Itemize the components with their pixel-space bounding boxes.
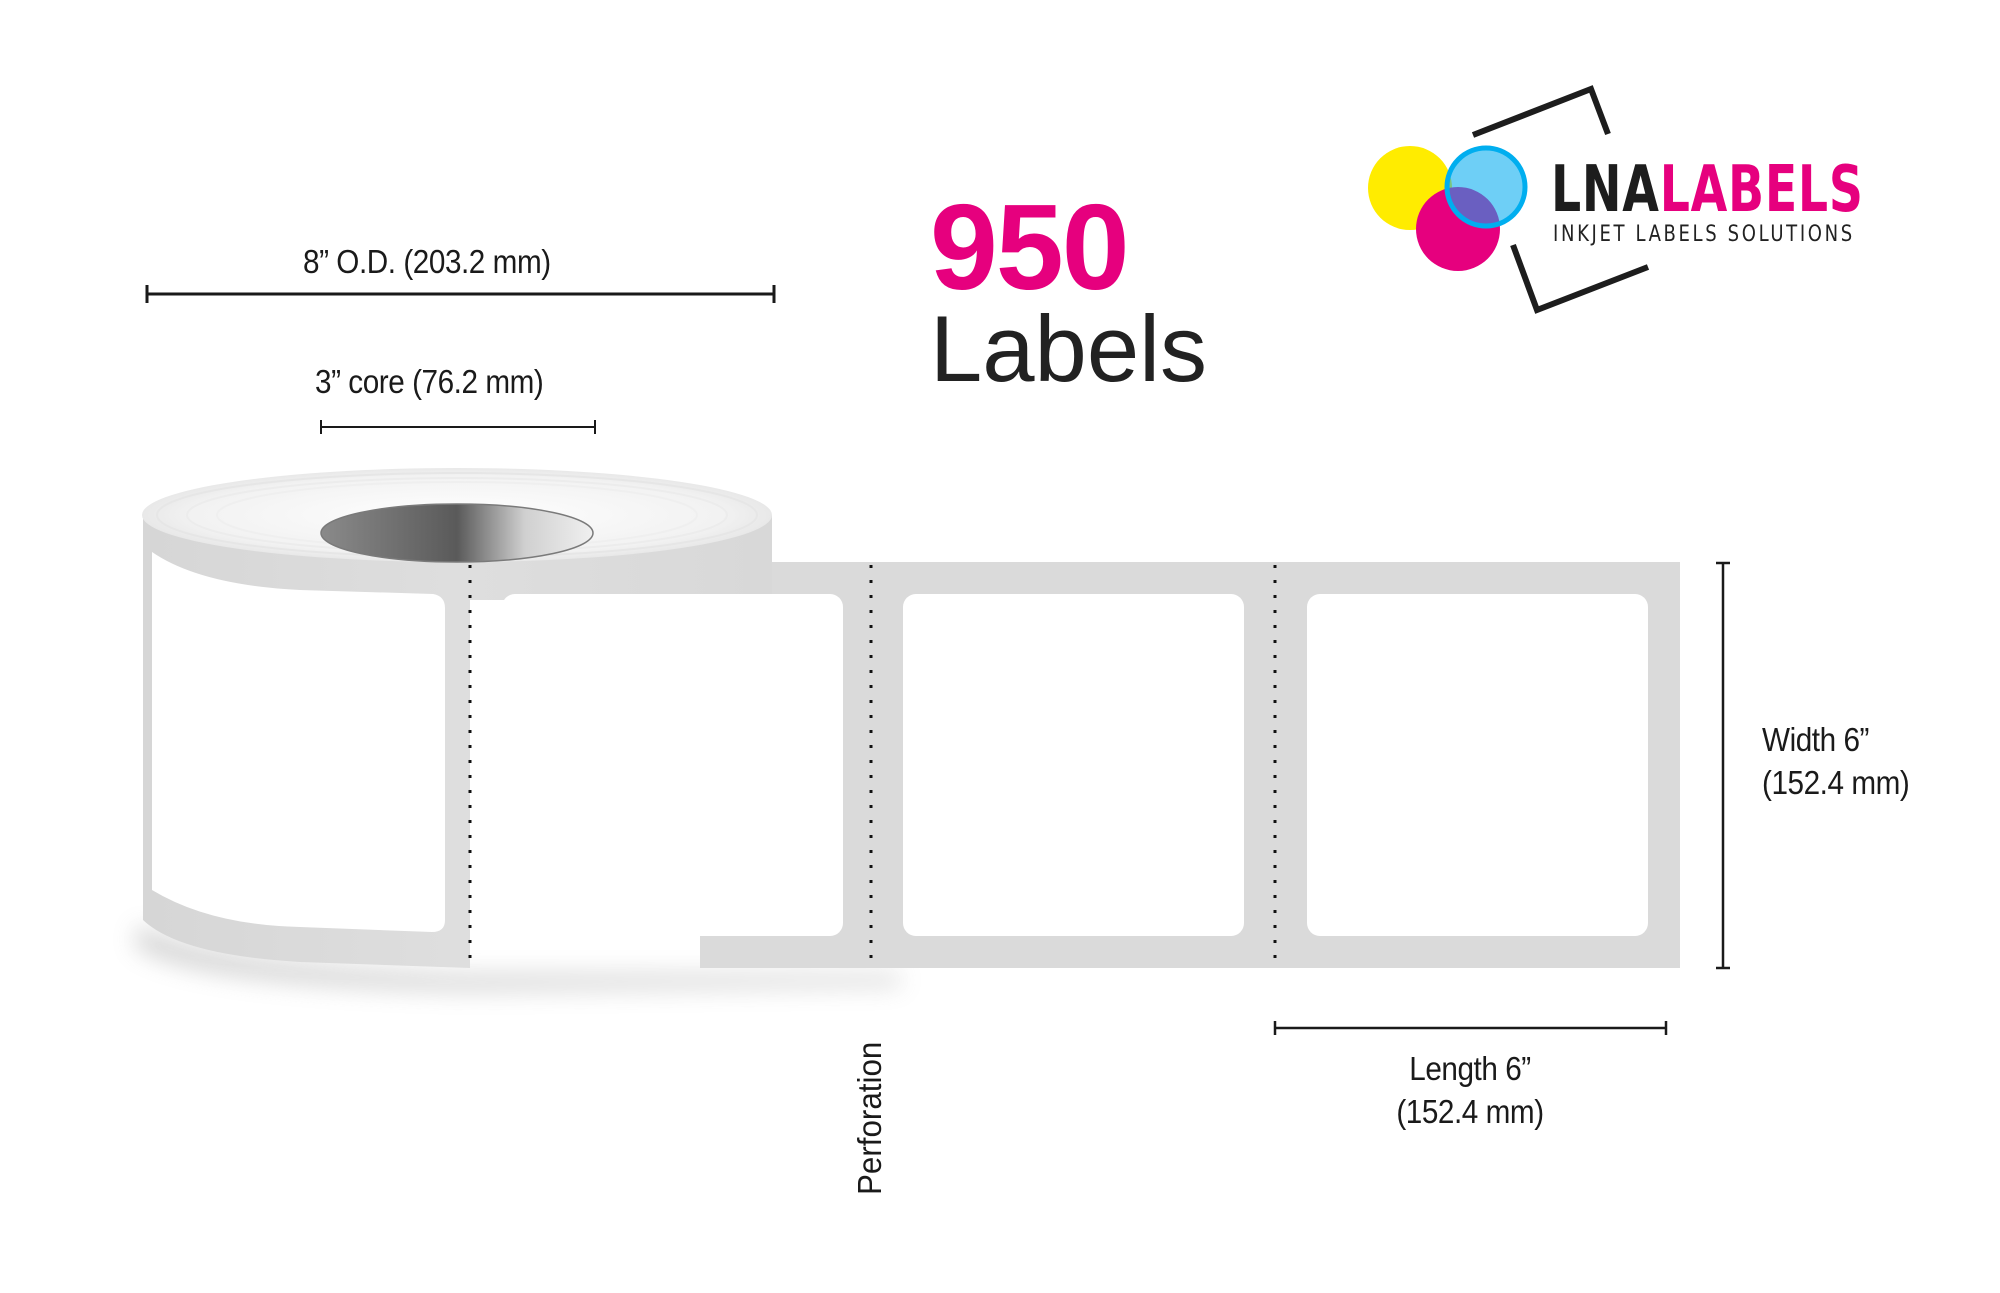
label-count-caption: Labels [930, 296, 1207, 401]
label-count: 950 [930, 179, 1130, 315]
width-label: Width 6” (152.4 mm) [1762, 721, 1910, 802]
label-3 [1307, 594, 1648, 936]
length-dimension-line [1273, 1021, 1668, 1035]
labels-on-liner [502, 594, 1648, 936]
logo-bracket-top [1471, 85, 1611, 138]
core-diameter-label: 3” core (76.2 mm) [315, 363, 544, 400]
width-label-line1: Width 6” [1762, 721, 1869, 758]
label-roll [142, 468, 772, 968]
width-dimension-line [1716, 561, 1730, 970]
brand-wordmark: LNALABELS [1551, 158, 1864, 222]
roll-shadow [135, 925, 900, 990]
length-label-line2: (152.4 mm) [1396, 1092, 1544, 1130]
length-label: Length 6” (152.4 mm) [1389, 1050, 1551, 1131]
perforation-label: Perforation [851, 1041, 888, 1195]
logo-bracket-bottom [1510, 243, 1650, 314]
core-dimension-line [320, 420, 596, 434]
label-2 [903, 594, 1244, 936]
length-label-line1: Length 6” [1409, 1050, 1531, 1087]
od-dimension-line [145, 285, 776, 303]
width-label-line2: (152.4 mm) [1762, 763, 1910, 801]
outer-diameter-label: 8” O.D. (203.2 mm) [303, 243, 551, 280]
brand-tagline: INKJET LABELS SOLUTIONS [1553, 222, 1855, 247]
label-1 [502, 594, 843, 936]
brand-wordmark-accent: LABELS [1659, 153, 1864, 227]
roll-core-hole [320, 503, 594, 563]
brand-wordmark-dark: LNA [1551, 153, 1660, 227]
dimension-lines [145, 285, 1730, 1035]
cmyk-circles-logo-icon [1368, 85, 1650, 314]
